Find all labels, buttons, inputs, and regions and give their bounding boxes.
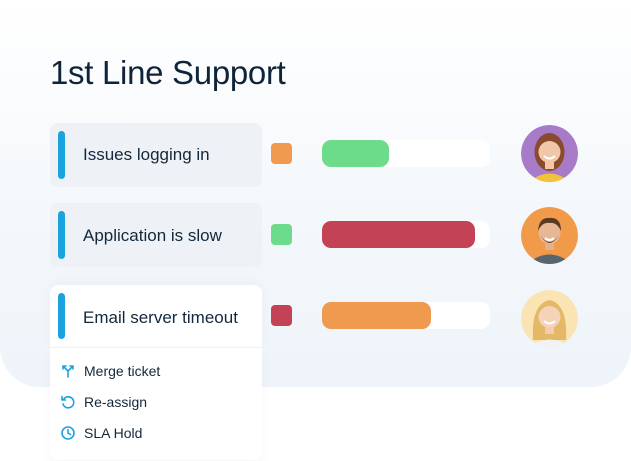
ticket-label: Issues logging in [83, 145, 210, 164]
clock-icon [61, 426, 75, 440]
row-accent-bar [58, 293, 65, 339]
ticket-actions-menu [50, 347, 262, 460]
menu-item-re-assign[interactable]: Re-assign [60, 391, 147, 413]
menu-item-label: Merge ticket [84, 363, 161, 379]
assignee-avatar[interactable] [521, 207, 578, 264]
assignee-avatar[interactable] [521, 290, 578, 347]
priority-swatch [271, 224, 292, 245]
progress-fill [322, 140, 390, 167]
ticket-label: Application is slow [83, 226, 222, 245]
progress-fill [322, 221, 475, 248]
progress-track [322, 302, 490, 329]
progress-fill [322, 302, 432, 329]
priority-swatch [271, 143, 292, 164]
ticket-row-2[interactable] [50, 203, 262, 267]
menu-item-merge-ticket[interactable]: Merge ticket [60, 360, 160, 382]
menu-item-sla-hold[interactable]: SLA Hold [60, 422, 142, 444]
ticket-row-1[interactable] [50, 123, 262, 187]
merge-icon [62, 365, 74, 378]
menu-item-label: Re-assign [84, 394, 148, 410]
page-title: 1st Line Support [50, 54, 286, 91]
priority-swatch [271, 305, 292, 326]
ticket-row-3[interactable] [50, 285, 262, 347]
ticket-label: Email server timeout [83, 308, 238, 327]
progress-track [322, 140, 490, 167]
menu-item-label: SLA Hold [84, 425, 143, 441]
row-accent-bar [58, 211, 65, 259]
assignee-avatar[interactable] [521, 125, 578, 182]
avatar-shirt [527, 254, 572, 264]
avatar-hair [538, 217, 561, 231]
row-accent-bar [58, 131, 65, 179]
avatar-shirt [529, 173, 570, 182]
reassign-icon [61, 395, 75, 409]
progress-track [322, 221, 490, 248]
